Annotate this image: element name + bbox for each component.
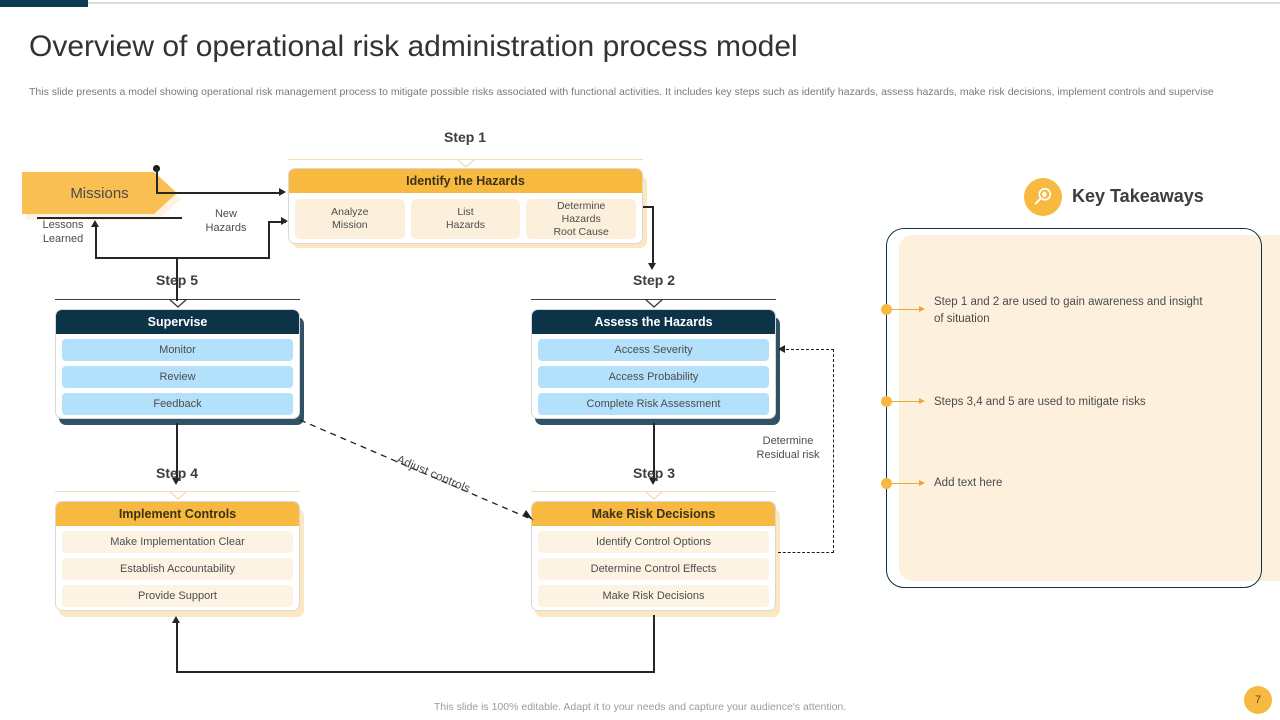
missions-chevron[interactable]: Missions — [22, 172, 177, 214]
step3-item-determine-control-effects[interactable]: Determine Control Effects — [538, 558, 769, 580]
dashed-adjust-controls-path — [299, 419, 534, 521]
step-card-3[interactable]: Make Risk Decisions Identify Control Opt… — [531, 501, 776, 611]
conn-step5-to-step4-v — [176, 423, 178, 481]
missions-label: Missions — [70, 184, 129, 202]
step1-item-analyze-mission[interactable]: Analyze Mission — [295, 199, 405, 239]
arrow-bottom-to-step4 — [172, 616, 180, 623]
step-card-5[interactable]: Supervise Monitor Review Feedback — [55, 309, 300, 419]
conn-newhazards-v — [268, 222, 270, 258]
conn-lessons-v — [95, 226, 97, 259]
arrow-newhazards-to-step1 — [281, 217, 288, 225]
step1-item-list-hazards[interactable]: List Hazards — [410, 199, 521, 239]
step-label-3: Step 3 — [632, 465, 675, 481]
step2-item-access-severity[interactable]: Access Severity — [538, 339, 769, 361]
bullet-leader-line — [892, 401, 921, 403]
step3-item-identify-control-options[interactable]: Identify Control Options — [538, 531, 769, 553]
step1-item-determine-root-cause[interactable]: Determine Hazards Root Cause — [526, 199, 637, 239]
step-card-3-items: Identify Control Options Determine Contr… — [532, 526, 775, 610]
conn-lessons-bottom — [95, 257, 270, 259]
dashed-to-step2 — [786, 349, 834, 350]
conn-missions-up — [156, 168, 158, 193]
page-title: Overview of operational risk administrat… — [29, 30, 798, 63]
arrow-lessons-up — [91, 220, 99, 227]
bracket-chevron-icon — [168, 491, 187, 500]
step-label-2: Step 2 — [632, 272, 675, 288]
conn-step3-down — [653, 615, 655, 673]
label-lessons-learned: Lessons Learned — [42, 219, 84, 245]
bullet-leader-line — [892, 483, 921, 485]
step-card-1-header: Identify the Hazards — [289, 169, 642, 193]
bracket-chevron-icon — [168, 299, 187, 308]
conn-step1-right — [643, 206, 654, 208]
key-takeaway-text-2: Steps 3,4 and 5 are used to mitigate ris… — [934, 396, 1146, 408]
arrow-step2-to-step3 — [649, 478, 657, 485]
bullet-icon — [881, 396, 892, 407]
bullet-arrow-icon — [919, 480, 925, 486]
conn-step5-up — [176, 259, 178, 301]
step2-item-access-probability[interactable]: Access Probability — [538, 366, 769, 388]
step-card-3-header: Make Risk Decisions — [532, 502, 775, 526]
key-takeaway-text-3: Add text here — [934, 477, 1003, 489]
step-card-4-items: Make Implementation Clear Establish Acco… — [56, 526, 299, 610]
magnifier-bulb-icon — [1034, 187, 1052, 205]
conn-bottom-h — [176, 671, 654, 673]
conn-missions-to-step1 — [156, 192, 281, 194]
top-accent-bar — [0, 0, 88, 7]
conn-newhazards-h — [268, 221, 286, 223]
bullet-icon — [881, 304, 892, 315]
step-card-1-items: Analyze Mission List Hazards Determine H… — [289, 193, 642, 243]
key-takeaways-panel-fill — [899, 235, 1280, 581]
step4-item-provide-support[interactable]: Provide Support — [62, 585, 293, 607]
bracket-chevron-icon — [456, 159, 475, 168]
step-card-4-header: Implement Controls — [56, 502, 299, 526]
key-takeaway-text-1: Step 1 and 2 are used to gain awareness … — [934, 296, 1203, 325]
dashed-step3-right — [778, 552, 834, 553]
top-divider-line — [88, 2, 1280, 4]
bracket-step-1 — [288, 159, 643, 169]
arrow-missions-to-step1 — [279, 188, 286, 196]
bullet-arrow-icon — [919, 306, 925, 312]
conn-step1-to-step2-v — [652, 206, 654, 266]
label-new-hazards: New Hazards — [205, 208, 247, 234]
key-takeaways-panel-outline — [886, 228, 1262, 588]
page-subtitle: This slide presents a model showing oper… — [29, 86, 1214, 98]
step-label-1: Step 1 — [443, 129, 486, 145]
bracket-step-2 — [531, 299, 776, 309]
label-residual-risk: Determine Residual risk — [756, 435, 820, 461]
step4-item-make-implementation-clear[interactable]: Make Implementation Clear — [62, 531, 293, 553]
arrow-step5-to-step4 — [172, 478, 180, 485]
footer-note: This slide is 100% editable. Adapt it to… — [433, 701, 847, 713]
dashed-right-vertical — [833, 349, 834, 553]
step-card-1[interactable]: Identify the Hazards Analyze Mission Lis… — [288, 168, 643, 244]
bullet-icon — [881, 478, 892, 489]
key-takeaways-title: Key Takeaways — [1072, 186, 1204, 206]
step-card-5-header: Supervise — [56, 310, 299, 334]
conn-lessons-top — [37, 217, 182, 219]
step2-item-complete-risk-assessment[interactable]: Complete Risk Assessment — [538, 393, 769, 415]
bracket-chevron-icon — [644, 491, 663, 500]
step-card-5-items: Monitor Review Feedback — [56, 334, 299, 418]
bracket-chevron-icon — [644, 299, 663, 308]
bracket-step-3 — [531, 491, 776, 501]
page-number-badge: 7 — [1244, 686, 1272, 714]
step5-item-review[interactable]: Review — [62, 366, 293, 388]
conn-bottom-to-step4-v — [176, 622, 178, 672]
step-card-2-header: Assess the Hazards — [532, 310, 775, 334]
step4-item-establish-accountability[interactable]: Establish Accountability — [62, 558, 293, 580]
step3-item-make-risk-decisions[interactable]: Make Risk Decisions — [538, 585, 769, 607]
key-takeaways-icon-circle — [1024, 178, 1062, 216]
arrow-step1-to-step2 — [648, 263, 656, 270]
step-card-2-items: Access Severity Access Probability Compl… — [532, 334, 775, 418]
bullet-arrow-icon — [919, 398, 925, 404]
conn-step2-to-step3-v — [653, 423, 655, 481]
step-card-4[interactable]: Implement Controls Make Implementation C… — [55, 501, 300, 611]
bracket-step-4 — [55, 491, 300, 501]
step5-item-feedback[interactable]: Feedback — [62, 393, 293, 415]
step5-item-monitor[interactable]: Monitor — [62, 339, 293, 361]
arrow-dashed-to-step2 — [778, 345, 785, 353]
bullet-leader-line — [892, 309, 921, 311]
step-card-2[interactable]: Assess the Hazards Access Severity Acces… — [531, 309, 776, 419]
